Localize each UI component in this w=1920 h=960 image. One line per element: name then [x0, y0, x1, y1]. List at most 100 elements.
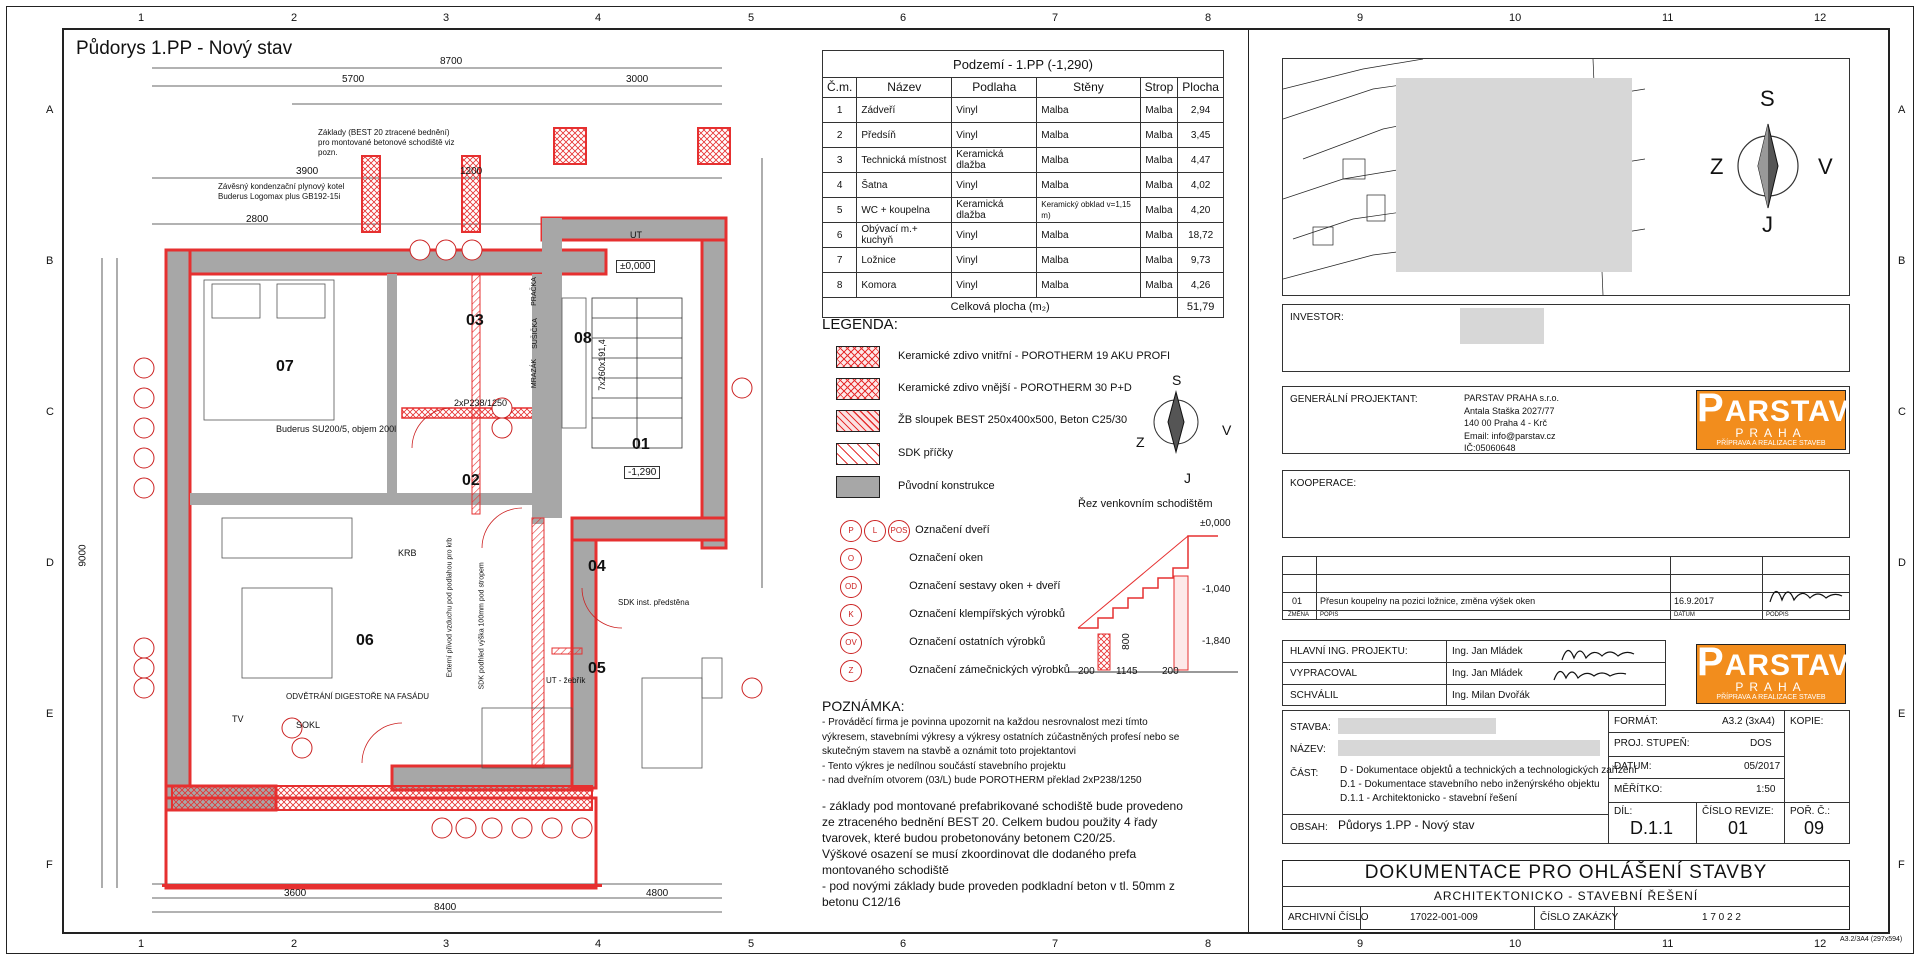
obsah-label: OBSAH:: [1290, 822, 1328, 833]
table-cell: WC + koupelna: [856, 197, 953, 223]
dim-3600: 3600: [284, 888, 307, 899]
date-value: 05/2017: [1744, 761, 1781, 772]
dim-4800: 4800: [646, 888, 669, 899]
grid-column-label: 12: [1814, 12, 1827, 24]
table-cell: 4,02: [1177, 172, 1224, 198]
note-sdk-ceiling: SDK podhled výška 100mm pod stropem: [478, 562, 486, 690]
table-cell: Obývací m.+ kuchyň: [856, 222, 953, 248]
note-boiler: Závěsný kondenzační plynový kotel Buderu…: [218, 182, 345, 201]
table-cell: Keramická dlažba: [951, 147, 1038, 173]
note-buderus: Buderus SU200/5, objem 200l: [276, 424, 397, 434]
table-cell: Malba: [1139, 172, 1179, 198]
note-hood-vent: ODVĚTRÁNÍ DIGESTOŘE NA FASÁDU: [286, 692, 429, 701]
table-cell: 8: [821, 272, 858, 298]
grid-column-label: 6: [900, 938, 907, 950]
room-table-header: Strop: [1139, 77, 1179, 98]
change-table: [1282, 556, 1850, 620]
legend-swatch-5: [836, 476, 880, 498]
grid-column-label: 7: [1052, 12, 1059, 24]
stavba-label: STAVBA:: [1290, 722, 1331, 733]
north-small-j: J: [1184, 470, 1191, 486]
plan-marker: [461, 239, 483, 261]
grid-row-label: B: [46, 255, 54, 267]
plan-title: Půdorys 1.PP - Nový stav: [76, 38, 293, 59]
grid-column-label: 2: [291, 12, 298, 24]
plan-marker: [133, 477, 155, 499]
label-tv: TV: [232, 714, 244, 724]
label-washer: PRAČKA: [530, 277, 538, 306]
north-small-z: Z: [1136, 434, 1145, 450]
table-cell: Šatna: [856, 172, 953, 198]
plan-marker: [291, 737, 313, 759]
table-cell: Malba: [1139, 122, 1179, 148]
table-cell: 6: [821, 222, 858, 248]
plan-marker: [281, 717, 303, 739]
table-cell: Vinyl: [951, 272, 1038, 298]
inner-frame: [62, 28, 1890, 934]
grid-column-label: 3: [443, 938, 450, 950]
label-freezer: MRAZÁK: [531, 358, 539, 389]
table-cell: Keramická dlažba: [951, 197, 1038, 223]
legend-title: LEGENDA:: [822, 316, 898, 333]
label-ut-ladder: UT - žebřík: [546, 676, 586, 685]
room-table-header: Stěny: [1036, 77, 1141, 98]
grid-column-label: 11: [1662, 12, 1674, 24]
drew-name: Ing. Jan Mládek: [1452, 668, 1523, 679]
table-cell: Malba: [1139, 197, 1179, 223]
table-cell: Malba: [1139, 97, 1179, 123]
responsible-table: [1282, 640, 1666, 706]
north-large-v: V: [1818, 154, 1833, 179]
table-cell: Vinyl: [951, 97, 1038, 123]
plan-marker: [571, 817, 593, 839]
investor-box: [1282, 304, 1850, 372]
room-08-label: 08: [574, 330, 592, 347]
contract-value: 1 7 0 2 2: [1702, 912, 1741, 923]
dim-8400: 8400: [434, 902, 457, 913]
grid-column-label: 5: [748, 12, 755, 24]
table-cell: Malba: [1139, 222, 1179, 248]
table-cell: 5: [821, 197, 858, 223]
cast-lines: D - Dokumentace objektů a technických a …: [1340, 765, 1637, 804]
grid-column-label: 4: [595, 938, 602, 950]
stage-value: DOS: [1750, 738, 1772, 749]
room-total-value: 51,79: [1177, 297, 1224, 318]
grid-row-label: D: [1898, 557, 1906, 569]
legend-swatch-2: [836, 378, 880, 400]
site-map-redacted: [1396, 78, 1632, 272]
table-cell: Ložnice: [856, 247, 953, 273]
plan-marker: [741, 677, 763, 699]
room-07-label: 07: [276, 358, 294, 375]
table-cell: Technická místnost: [856, 147, 953, 173]
part-label: DÍL:: [1614, 806, 1633, 817]
notes-large: - základy pod montované prefabrikované s…: [822, 799, 1183, 909]
grid-column-label: 10: [1509, 938, 1522, 950]
room-table-header: Č.m.: [821, 77, 858, 98]
room-05-label: 05: [588, 660, 606, 677]
plan-marker: [435, 239, 457, 261]
dim-3000: 3000: [626, 74, 649, 85]
contract-label: ČÍSLO ZAKÁZKY: [1540, 912, 1619, 923]
grid-column-label: 10: [1509, 12, 1522, 24]
floor-plan: [101, 67, 763, 913]
date-label: DATUM:: [1614, 761, 1652, 772]
north-arrow-small: [1153, 390, 1199, 454]
table-cell: Malba: [1139, 272, 1179, 298]
room-table-header: Plocha: [1177, 77, 1224, 98]
plan-marker: [133, 447, 155, 469]
symbol-other: OV Označení ostatních výrobků: [840, 632, 1045, 654]
room-01-label: 01: [632, 436, 650, 453]
general-designer-label: GENERÁLNÍ PROJEKTANT:: [1290, 394, 1418, 405]
grid-row-label: E: [1898, 708, 1906, 720]
table-cell: Vinyl: [951, 122, 1038, 148]
plan-marker: [133, 417, 155, 439]
doc-title-block: [1282, 860, 1850, 930]
investor-label: INVESTOR:: [1290, 312, 1344, 323]
table-cell: 9,73: [1177, 247, 1224, 273]
change-date: 16.9.2017: [1674, 596, 1715, 606]
scale-label: MĚŘÍTKO:: [1614, 784, 1663, 795]
